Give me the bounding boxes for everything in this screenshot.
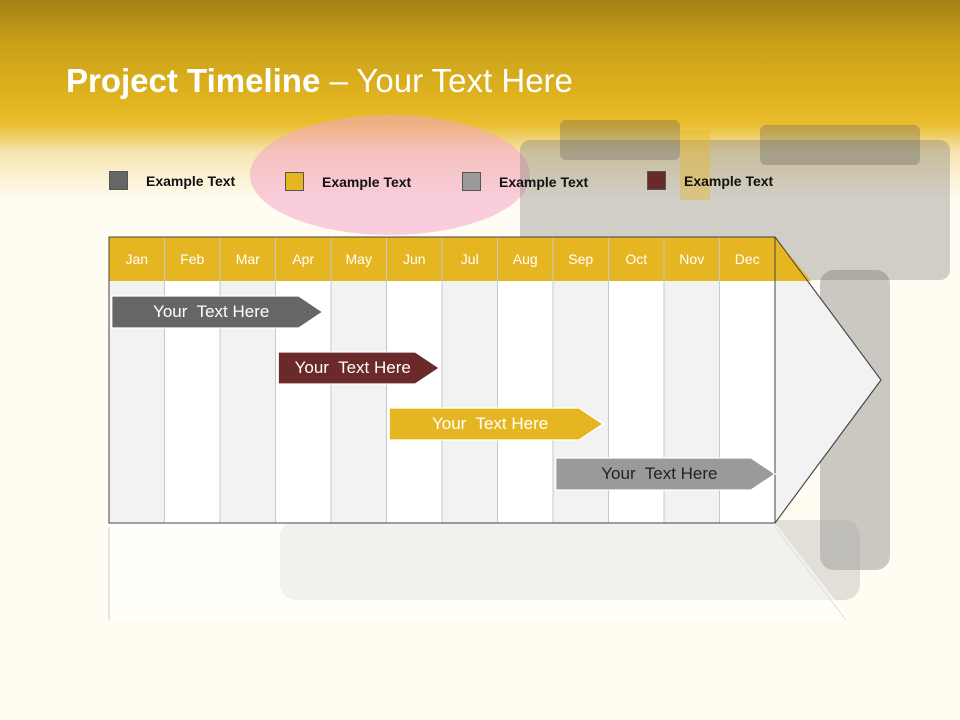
task-bar-label-1: Your Text Here [153,302,270,321]
legend-label-3: Example Text [499,173,589,190]
title-bold: Project Timeline [66,62,321,99]
month-label-jul: Jul [460,251,479,267]
reflection-edge-right [774,526,847,621]
legend-swatch-2 [285,172,304,191]
month-label-aug: Aug [512,251,538,267]
month-column-jul [442,281,498,523]
month-label-nov: Nov [679,251,705,267]
task-bar-3 [388,407,605,441]
month-label-jun: Jun [402,251,426,267]
month-label-oct: Oct [625,251,648,267]
legend-item-1: Example Text [109,171,235,190]
task-bar-label-2: Your Text Here [294,358,411,377]
timeline-reflection [109,523,851,620]
month-column-jun [386,281,442,523]
task-bar-label-4: Your Text Here [601,464,718,483]
task-bar-1 [111,295,324,329]
month-label-mar: Mar [235,251,260,267]
legend-item-2: Example Text [285,172,411,191]
month-label-apr: Apr [292,251,315,267]
legend-item-3: Example Text [462,172,588,191]
title-rest: – Your Text Here [320,62,573,99]
legend-swatch-4 [647,171,666,190]
month-label-dec: Dec [734,251,760,267]
legend-swatch-3 [462,172,481,191]
month-label-may: May [345,251,372,267]
legend-label-4: Example Text [684,172,774,189]
month-label-feb: Feb [180,251,205,267]
legend-label-1: Example Text [146,172,236,189]
timeline-arrow-outline [108,236,882,524]
month-column-may [331,281,387,523]
task-bar-2 [277,351,441,385]
month-column-aug [497,281,553,523]
legend-label-2: Example Text [322,173,412,190]
month-label-sep: Sep [568,251,594,267]
page-title: Project Timeline – Your Text Here [66,62,573,100]
task-bar-label-3: Your Text Here [431,414,549,433]
legend-item-4: Example Text [647,171,773,190]
legend-swatch-1 [109,171,128,190]
month-label-jan: Jan [125,251,149,267]
task-bar-4 [555,457,777,491]
month-header-band [109,237,811,281]
